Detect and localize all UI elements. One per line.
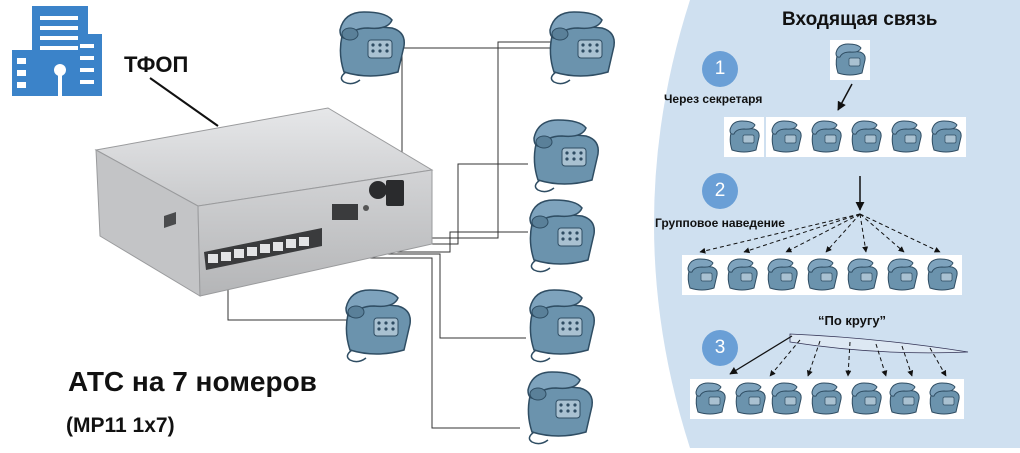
pstn-link-line xyxy=(149,77,219,127)
mode-1-number: 1 xyxy=(714,58,726,79)
mode-2-badge xyxy=(702,173,738,209)
pbx-device xyxy=(94,107,434,297)
mode-3-label: “По кругу” xyxy=(818,313,887,328)
mode-1-diagram xyxy=(702,40,966,158)
extension-phone-5 xyxy=(345,289,411,363)
mode-3-badge xyxy=(702,330,738,366)
building-icon xyxy=(12,6,102,96)
mode-1-phone-row xyxy=(724,116,966,158)
mode-2-phone-row xyxy=(682,254,962,296)
mode-2-label: Групповое наведение xyxy=(655,216,785,230)
extension-phone-4 xyxy=(529,199,595,273)
extension-phone-7 xyxy=(527,371,593,445)
secretary-phone xyxy=(830,40,870,80)
mode-2-diagram xyxy=(682,173,962,296)
page-subtitle: (МР11 1x7) xyxy=(66,414,175,437)
extension-phone-3 xyxy=(533,119,599,193)
incoming-panel-background xyxy=(654,0,1020,448)
extension-phone-6 xyxy=(529,289,595,363)
extension-phone-2 xyxy=(549,11,615,85)
mode-3-number: 3 xyxy=(714,337,726,358)
mode-3-diagram xyxy=(690,330,969,420)
mode-1-label: Через секретаря xyxy=(664,92,763,106)
mode-1-badge xyxy=(702,51,738,87)
extension-phone-1 xyxy=(339,11,405,85)
page-title: АТС на 7 номеров xyxy=(68,366,317,397)
pstn-label: ТФОП xyxy=(124,52,189,77)
mode-2-number: 2 xyxy=(714,180,726,201)
mode-3-phone-row xyxy=(690,378,964,420)
incoming-panel-title: Входящая связь xyxy=(782,9,938,30)
